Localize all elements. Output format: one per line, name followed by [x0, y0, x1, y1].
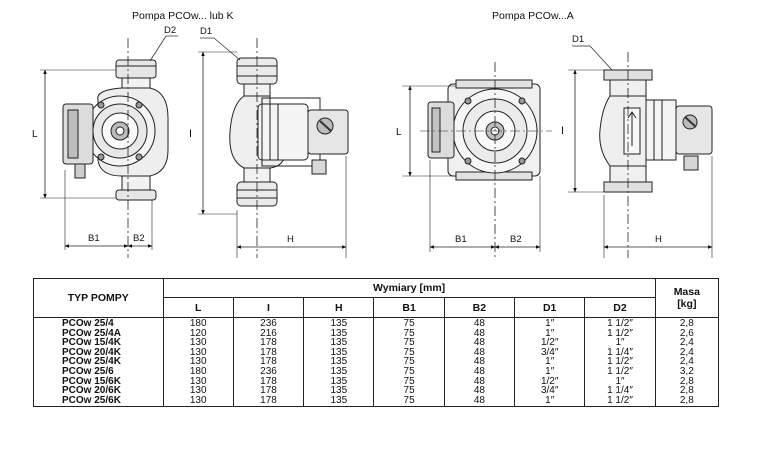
cell-b1: 75 — [373, 396, 445, 407]
header-col-l: L — [162, 297, 234, 318]
cell-b2: 48 — [443, 317, 516, 329]
cell-b1: 75 — [373, 317, 445, 329]
label-d2-left: D2 — [164, 25, 176, 36]
label-h-right: H — [655, 234, 662, 245]
header-pump-type: TYP POMPY — [33, 278, 164, 318]
dimensions-table-wrap: TYP POMPY Wymiary [mm] Masa [kg] L I H B… — [33, 278, 720, 407]
label-i-left: I — [189, 128, 192, 140]
pump-side-view-right — [599, 69, 713, 193]
technical-drawing: Pompa PCOw... lub K Pompa PCOw...A L — [32, 10, 713, 258]
cell-mass: 3,2 — [654, 367, 720, 377]
cell-h: 135 — [303, 317, 375, 329]
label-b1-left: B1 — [88, 233, 100, 244]
header-col-h: H — [303, 297, 375, 318]
header-col-d1: D1 — [514, 297, 586, 318]
cell-h: 135 — [303, 396, 375, 407]
cell-i: 236 — [232, 317, 305, 329]
cell-mass: 2,4 — [654, 357, 720, 367]
cell-pump-type: PCOw 25/4 — [33, 317, 164, 329]
pump-side-view-left — [229, 57, 349, 207]
cell-mass: 2,4 — [654, 338, 720, 348]
cell-d1: 1″ — [514, 317, 586, 329]
label-l-right: L — [396, 127, 402, 138]
pump-front-view-left — [62, 59, 169, 201]
header-mass-line2: [kg] — [677, 298, 697, 310]
label-b2-right: B2 — [510, 234, 522, 245]
label-h-left: H — [287, 234, 294, 245]
label-d1-right: D1 — [572, 34, 584, 45]
cell-d1: 1″ — [514, 396, 586, 407]
title-right: Pompa PCOw...A — [492, 10, 574, 22]
cell-pump-type: PCOw 25/6K — [33, 396, 164, 407]
cell-d2: 1 1/2″ — [584, 396, 656, 407]
cell-mass: 2,4 — [654, 347, 720, 358]
header-mass-line1: Masa — [673, 286, 700, 298]
title-left: Pompa PCOw... lub K — [132, 10, 234, 22]
cell-d2: 1 1/2″ — [584, 317, 656, 329]
label-d1-left: D1 — [200, 26, 212, 37]
cell-mass: 2,6 — [654, 328, 720, 339]
header-dimensions-group: Wymiary [mm] — [162, 278, 656, 298]
cell-mass: 2,8 — [654, 386, 720, 396]
cell-b2: 48 — [443, 396, 516, 407]
cell-mass: 2,8 — [654, 396, 720, 407]
header-col-d2: D2 — [584, 297, 656, 318]
cell-mass: 2,8 — [654, 376, 720, 387]
cell-l: 130 — [162, 396, 234, 407]
label-b2-left: B2 — [133, 233, 145, 244]
cell-i: 178 — [232, 396, 305, 407]
header-col-b1: B1 — [373, 297, 445, 318]
label-b1-right: B1 — [455, 234, 467, 245]
header-mass: Masa [kg] — [654, 278, 720, 318]
cell-mass: 2,8 — [654, 317, 720, 329]
label-i-right: I — [561, 125, 564, 137]
dimensions-table: TYP POMPY Wymiary [mm] Masa [kg] L I H B… — [33, 278, 720, 407]
header-col-b2: B2 — [443, 297, 516, 318]
cell-l: 180 — [162, 317, 234, 329]
label-l-left: L — [32, 129, 38, 140]
header-col-i: I — [232, 297, 305, 318]
pump-front-view-right — [427, 79, 541, 181]
